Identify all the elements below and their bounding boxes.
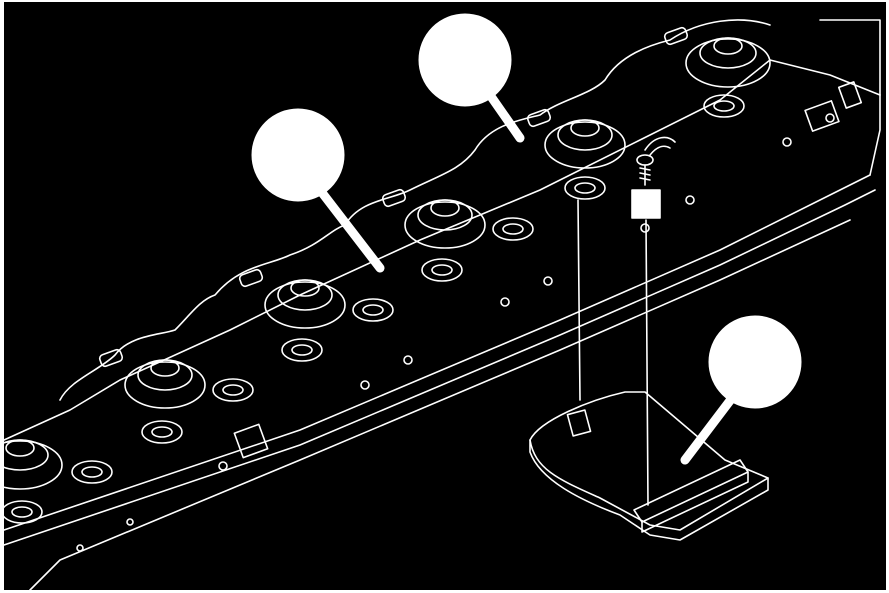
- cutter-bar-front-edge: [3, 174, 871, 531]
- callout-left: [251, 108, 385, 273]
- end-bracket: [804, 100, 840, 132]
- cutter-bar-bottom-edge: [29, 219, 851, 591]
- bearing-washers: [1, 94, 745, 524]
- disc-hub: [685, 37, 771, 88]
- skid-shoe: [529, 391, 769, 541]
- alignment-line: [577, 199, 581, 401]
- knife-guard-scallops: [59, 19, 771, 401]
- end-bracket-tab: [837, 81, 863, 109]
- bolt: [636, 154, 654, 186]
- callout-top: [418, 13, 525, 143]
- cutter-bar-lower-edge: [3, 189, 876, 546]
- knife-slots: [98, 26, 689, 368]
- disc-hubs: [0, 37, 771, 490]
- bar-holes: [76, 113, 835, 552]
- curve-guard: [644, 136, 676, 151]
- disc-hub: [124, 359, 206, 409]
- front-bracket: [233, 423, 269, 459]
- cutter-bar: [3, 19, 881, 591]
- cutter-bar-end-top: [819, 19, 881, 96]
- callout-right: [680, 315, 802, 465]
- disc-hub: [544, 119, 626, 169]
- alignment-line: [645, 219, 649, 506]
- cutter-bar-top-edge: [3, 59, 881, 441]
- callouts: [251, 13, 802, 465]
- nut-square: [631, 189, 661, 219]
- disc-hub: [0, 439, 63, 490]
- cutter-bar-end: [869, 94, 881, 176]
- disc-hub: [264, 279, 346, 329]
- disc-hub: [404, 199, 486, 249]
